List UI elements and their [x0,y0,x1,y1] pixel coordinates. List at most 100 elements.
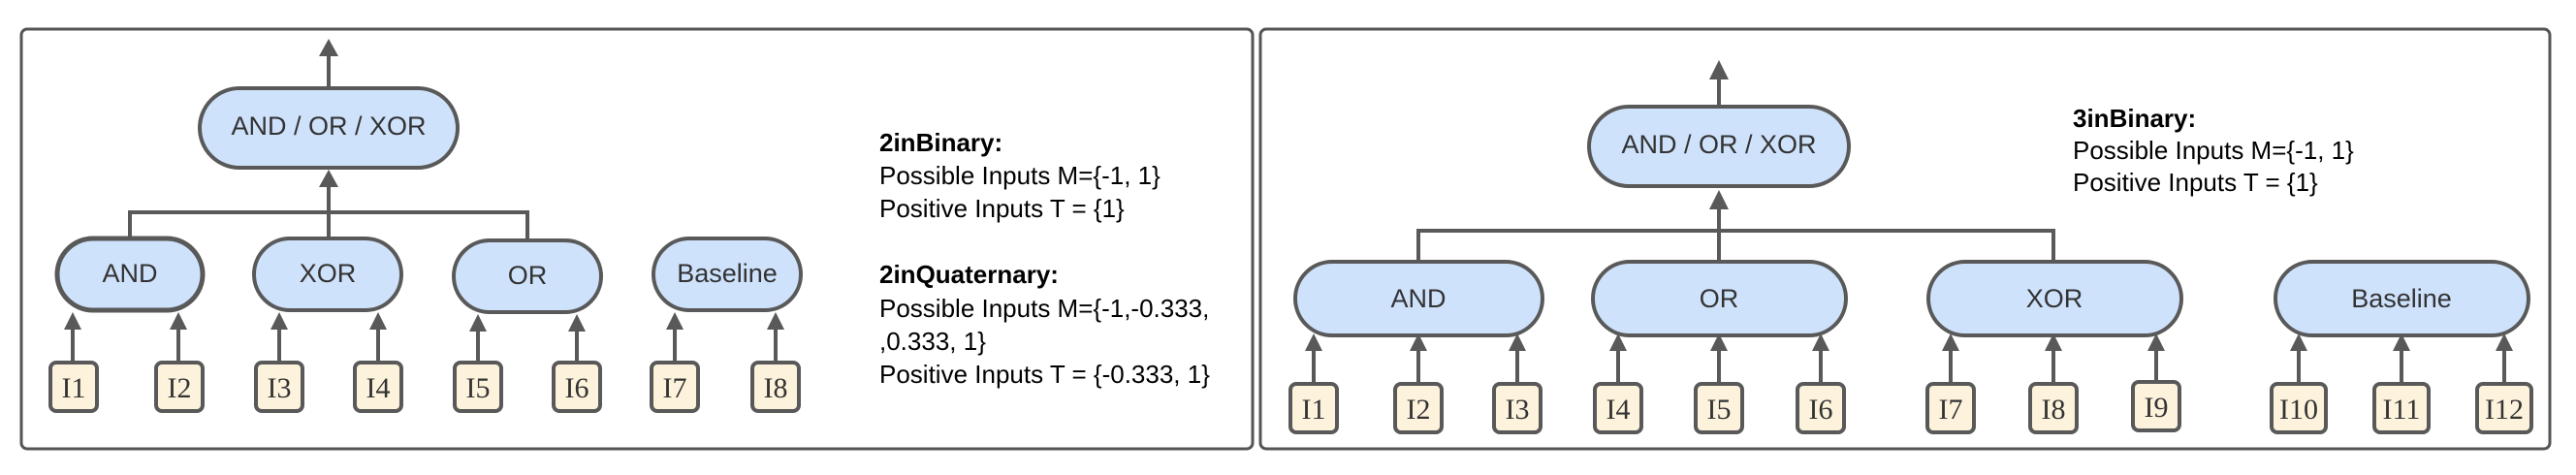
input-arrowhead [1609,333,1627,351]
input-arrowheads [1305,333,2513,351]
input-label: I4 [366,372,391,404]
input-box: I7 [1925,382,1976,434]
note-line: Positive Inputs T = {1} [879,194,1125,223]
input-label: I3 [1506,394,1530,426]
gate-box [452,238,603,314]
input-label: I5 [466,372,491,404]
output-arrowhead [1709,60,1729,79]
note-line: Positive Inputs T = {-0.333, 1} [879,360,1210,389]
input-arrowhead [270,312,288,330]
input-label: I7 [663,372,687,404]
input-box: I5 [453,361,503,413]
bus-line [1416,229,2055,262]
gate-xor: XOR [1926,260,2183,337]
note-title-2inbinary: 2inBinary: [879,128,1002,157]
input-box: I6 [552,361,602,413]
input-arrowheads [64,312,784,332]
input-box: I8 [750,361,801,413]
input-boxes: I1 I2 I3 I4 I5 I6 [1288,380,2533,434]
gate-label: XOR [300,259,357,288]
gate-baseline: Baseline [2274,260,2530,337]
input-arrowhead [2393,333,2410,351]
input-box: I8 [2028,382,2079,434]
gate-box [54,236,206,313]
input-label: I10 [2279,394,2318,426]
input-box: I1 [48,361,99,413]
input-arrowhead [1812,333,1829,351]
input-arrowhead [1710,333,1728,351]
input-box: I3 [254,361,304,413]
input-label: I6 [1809,394,1833,426]
top-gate-box [198,86,460,170]
top-gate-arrowhead [319,170,338,187]
note-title-2inquaternary: 2inQuaternary: [879,260,1059,289]
top-gate: AND / OR / XOR [1587,105,1851,188]
input-arrowhead [1942,333,1959,351]
input-label: I6 [565,372,589,404]
input-label: I12 [2485,394,2524,426]
input-box: I10 [2270,382,2328,434]
note-line: ,0.333, 1} [879,327,986,356]
input-arrowhead [2290,333,2307,351]
gate-label: XOR [2026,284,2083,313]
input-arrows [71,326,778,362]
gate-box [652,237,803,312]
gate-and: AND [1293,260,1544,337]
input-arrowhead [1509,333,1526,351]
input-arrowhead [170,312,187,330]
input-label: I2 [168,372,192,404]
gate-label: OR [508,261,548,290]
input-boxes: I1 I2 I3 I4 I5 I6 [48,361,801,413]
input-label: I3 [268,372,292,404]
note-line: Possible Inputs M={-1,-0.333, [879,294,1209,323]
input-arrowhead [1410,333,1427,351]
gate-label: Baseline [677,259,778,288]
gate-label: AND [102,259,157,288]
input-box: I9 [2131,380,2181,432]
note-line: Possible Inputs M={-1, 1} [2073,136,2354,165]
gate-xor: XOR [252,237,403,312]
input-label: I9 [2145,392,2169,424]
input-box: I3 [1492,382,1542,434]
input-arrowhead [666,312,684,330]
input-arrowhead [64,312,81,330]
gate-baseline: Baseline [652,237,803,312]
gate-label: AND [1390,284,1446,313]
gate-box [252,237,403,312]
gate-and: AND [54,236,206,313]
note-title-3inbinary: 3inBinary: [2073,104,2196,133]
input-box: I7 [650,361,700,413]
panel-right: AND / OR / XOR AND OR XOR Baseline [1258,27,2552,451]
input-box: I2 [154,361,205,413]
input-label: I8 [764,372,788,404]
input-box: I4 [353,361,403,413]
input-arrowhead [2496,333,2513,351]
input-arrowhead [1305,333,1322,351]
top-gate-box [1587,105,1851,188]
note-line: Possible Inputs M={-1, 1} [879,161,1161,190]
input-label: I5 [1707,394,1732,426]
panel-left: AND / OR / XOR AND XOR OR Baseline [19,27,1255,451]
input-arrowhead [469,314,487,332]
gate-label: Baseline [2351,284,2452,313]
input-box: I6 [1796,382,1846,434]
top-gate-label: AND / OR / XOR [231,111,426,141]
input-label: I1 [1302,394,1326,426]
input-label: I4 [1606,394,1631,426]
input-arrowhead [2045,333,2062,351]
top-gate-label: AND / OR / XOR [1621,130,1816,159]
input-box: I12 [2475,382,2533,434]
input-label: I2 [1407,394,1431,426]
input-label: I11 [2383,394,2421,426]
top-gate-arrowhead [1709,190,1729,209]
input-arrowhead [369,312,387,330]
panel-left-notes: 2inBinary: Possible Inputs M={-1, 1} Pos… [879,128,1210,389]
panel-left-connectors [128,39,529,238]
gate-label: OR [1700,284,1739,313]
gate-box [1926,260,2183,337]
input-label: I8 [2042,394,2066,426]
gate-or: OR [452,238,603,314]
note-line: Positive Inputs T = {1} [2073,168,2318,197]
input-box: I1 [1288,382,1339,434]
